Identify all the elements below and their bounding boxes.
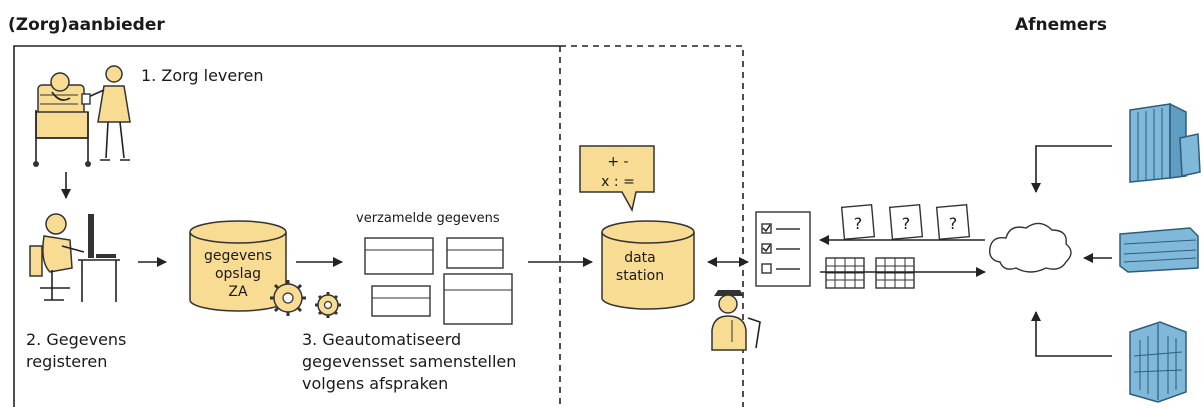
step-3-label-line2: gegevensset samenstellen [302, 352, 516, 371]
step-2-label-line1: 2. Gegevens [26, 330, 126, 349]
recipients-header: Afnemers [1015, 15, 1107, 35]
provider-boundary [13, 45, 560, 407]
provider-header: (Zorg)aanbieder [8, 15, 165, 35]
gear-icon [315, 292, 341, 318]
question-mark-1: ? [854, 214, 863, 233]
data-entry-worker-icon [29, 213, 120, 302]
data-station-boundary [559, 45, 744, 407]
question-mark-3: ? [949, 214, 958, 233]
query-document-icon [840, 203, 971, 241]
step-3-label-line3: volgens afspraken [302, 374, 448, 393]
guard-icon [711, 290, 761, 351]
question-mark-2: ? [902, 214, 911, 233]
building-icon [1129, 102, 1201, 183]
data-station-label-line1: data [624, 250, 656, 266]
calculator-bubble-icon [579, 145, 655, 213]
storage-label-line2: opslag [215, 266, 261, 282]
building-icon [1129, 321, 1187, 403]
arrow-up [1031, 311, 1112, 357]
calculator-ops-line2: x : = [601, 174, 635, 190]
step-3-label-line1: 3. Geautomatiseerd [302, 330, 461, 349]
storage-label-line1: gegevens [204, 248, 272, 264]
data-station-database-icon [601, 220, 695, 310]
storage-label-line3: ZA [228, 284, 248, 300]
arrow-down [1031, 145, 1112, 193]
care-delivery-icon [33, 65, 131, 167]
data-station-label-line2: station [616, 268, 664, 284]
result-table-icon [825, 257, 915, 289]
collected-data-label: verzamelde gegevens [356, 211, 500, 226]
step-2-label-line2: registeren [26, 352, 107, 371]
gear-icon [270, 280, 306, 316]
step-1-label: 1. Zorg leveren [141, 66, 263, 85]
calculator-ops-line1: + - [607, 154, 628, 170]
cloud-icon [989, 222, 1072, 273]
collected-data-forms [364, 237, 513, 325]
building-icon [1119, 227, 1199, 273]
checklist-icon [755, 211, 811, 287]
